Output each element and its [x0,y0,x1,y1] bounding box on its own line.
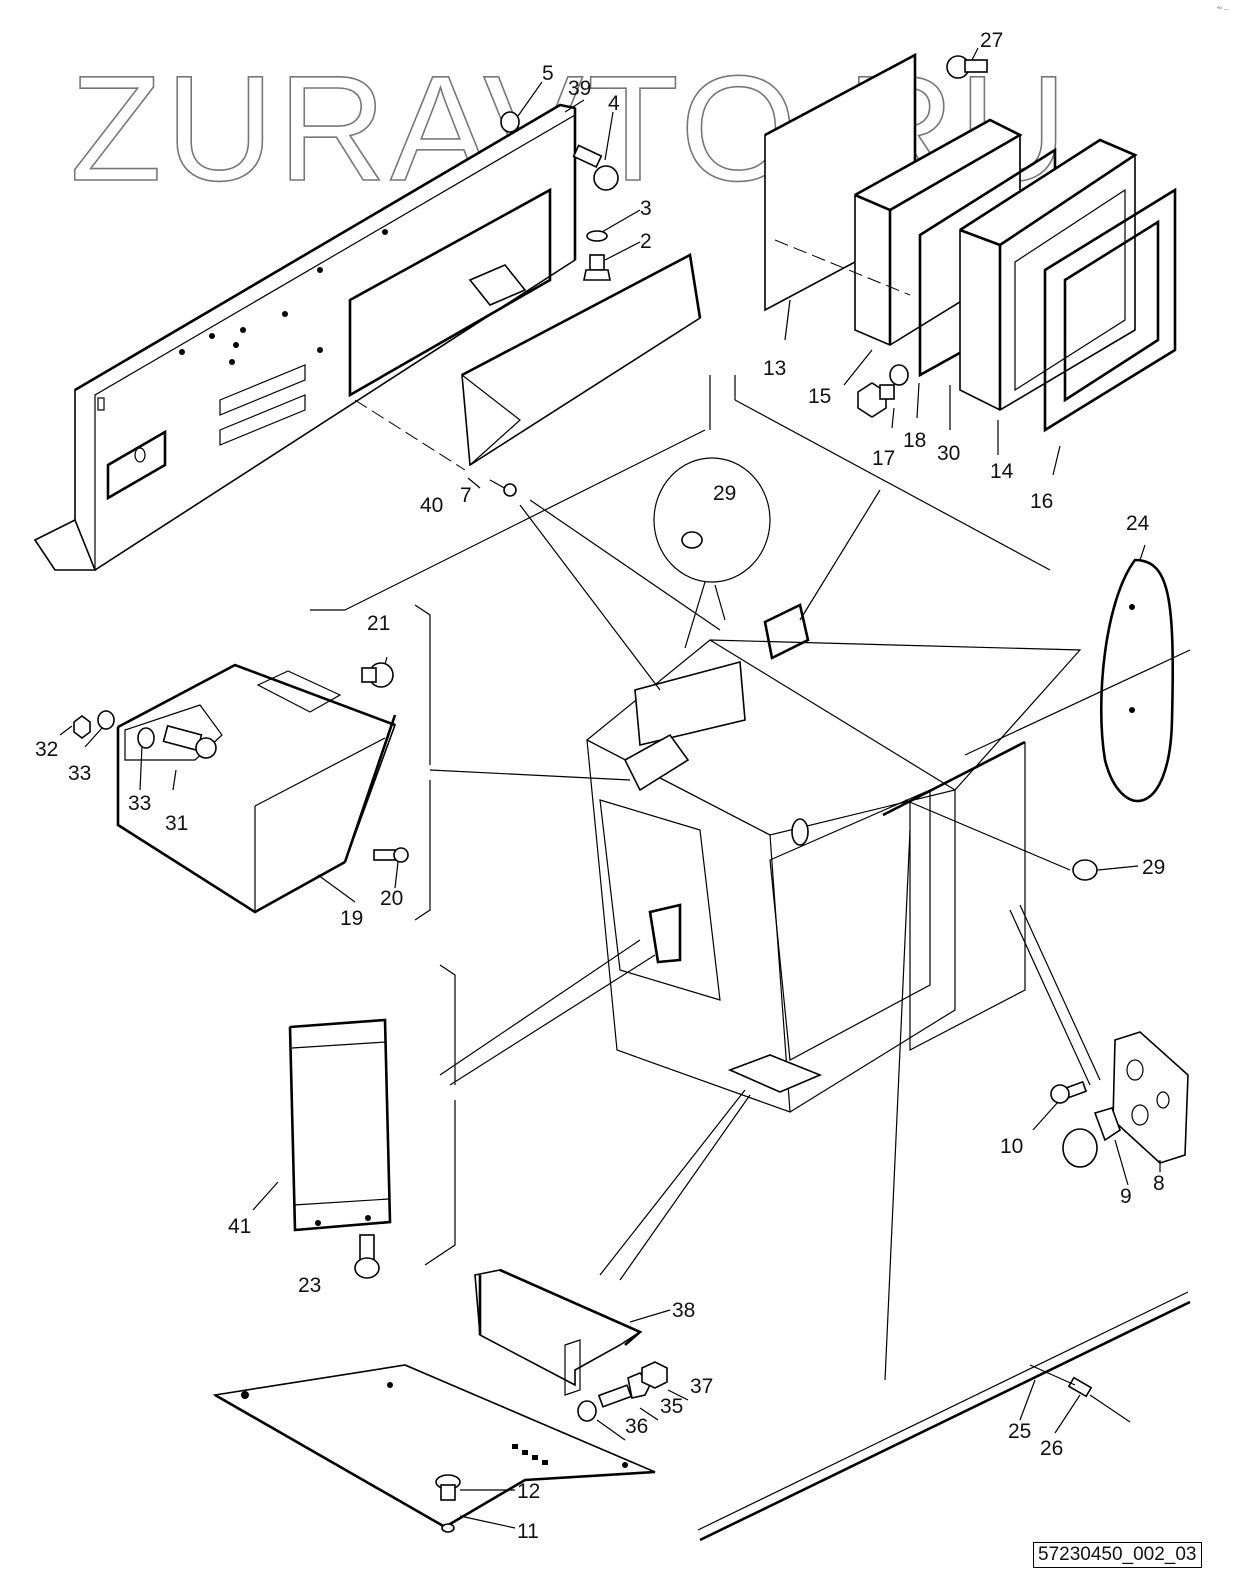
callout-3: 3 [640,197,652,220]
callout-23: 23 [298,1274,321,1297]
bracket-plate-40 [461,253,702,467]
washer-36 [577,1400,597,1422]
corner-mark: °⁰ ∙∙∙ [1217,7,1229,13]
callout-41: 41 [228,1215,251,1238]
rivet-26 [1067,1376,1131,1423]
callout-40: 40 [420,494,443,517]
washer-3 [586,230,608,242]
callout-10: 10 [1000,1135,1023,1158]
callout-7: 7 [460,484,472,507]
callout-32: 32 [35,738,58,761]
callout-4: 4 [608,92,620,115]
callout-25: 25 [1008,1420,1031,1443]
assembly-line [774,239,911,296]
callout-2: 2 [640,230,652,253]
bolt-17 [857,382,895,418]
housing-14 [959,138,1138,411]
callout-31: 31 [165,812,188,835]
screw-23 [354,1234,380,1279]
bolt-31 [162,724,217,759]
callout-37: 37 [690,1375,713,1398]
callout-21: 21 [367,612,390,635]
oring-29 [1072,859,1098,881]
plate-8 [1112,1031,1189,1164]
bolt-2 [583,254,611,281]
callout-29-detail: 29 [713,482,736,505]
callout-14: 14 [990,460,1014,483]
washer-18 [889,364,909,386]
callout-19: 19 [340,907,363,930]
pin-9 [1062,1107,1121,1168]
washer-33 [97,710,115,730]
knob-4 [572,144,619,191]
callout-5: 5 [542,62,554,85]
nut-37 [641,1361,668,1389]
callout-36: 36 [625,1415,648,1438]
callout-35: 35 [660,1395,683,1418]
callout-15: 15 [808,385,831,408]
callout-39: 39 [568,77,591,100]
washer-33b [137,727,155,749]
step-38 [474,1268,643,1396]
callout-24: 24 [1126,512,1150,535]
callout-33-outer: 33 [68,762,91,785]
callout-29-oring: 29 [1142,856,1165,879]
bracket-lines-left [414,604,456,1266]
callout-18: 18 [903,429,926,452]
bolt-10 [1050,1080,1088,1104]
leader-26 [1029,1364,1076,1386]
leader-lines [310,375,1191,1381]
gasket-16 [1043,187,1177,433]
cover-41 [288,1018,392,1232]
callout-17: 17 [872,447,895,470]
screw-7 [489,479,517,497]
callout-26: 26 [1040,1437,1063,1460]
screw-27 [946,55,988,79]
callout-16: 16 [1030,490,1053,513]
sensor-21 [361,662,394,688]
screw-12 [435,1474,461,1533]
floor-plate-11 [212,1364,656,1529]
callout-9: 9 [1120,1185,1132,1208]
callout-13: 13 [763,357,786,380]
callout-38: 38 [672,1299,695,1322]
callout-labels: 39 5 4 3 2 27 13 15 17 18 30 14 16 40 7 … [35,29,1165,1543]
grommet-5 [500,111,520,133]
callout-8: 8 [1153,1172,1165,1195]
seal-strip-25 [697,1291,1191,1542]
callout-20: 20 [380,887,403,910]
detail-circle-29 [653,457,771,649]
box-19 [116,663,397,914]
cover-plate-24 [1099,558,1175,803]
instrument-panel-part [33,103,577,571]
callout-30: 30 [937,442,960,465]
callout-33-inner: 33 [128,792,151,815]
callout-12: 12 [517,1480,540,1503]
nut-32 [73,715,91,739]
callout-27: 27 [980,29,1003,52]
callout-11: 11 [517,1520,539,1543]
callout-leaders [59,47,1161,1529]
cab-frame [585,603,1082,1113]
screw-20 [373,847,409,863]
drawing-reference-number: 57230450_002_03 [1033,1542,1202,1568]
